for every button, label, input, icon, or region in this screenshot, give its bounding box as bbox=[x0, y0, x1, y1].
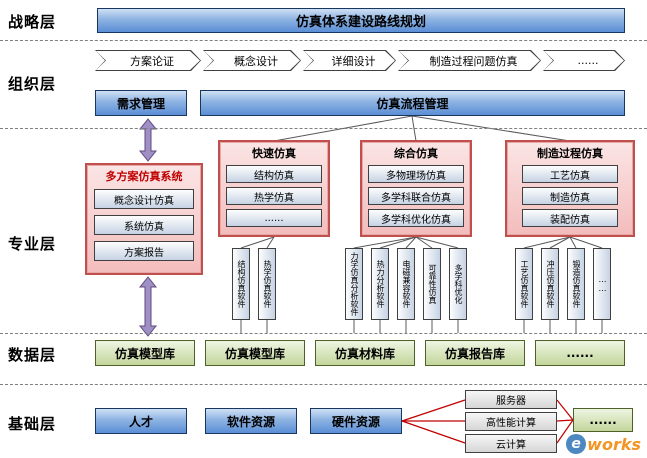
simulation-process-box: 仿真流程管理 bbox=[200, 90, 625, 116]
hardware-resource-box: 硬件资源 bbox=[310, 408, 402, 434]
multi-plan-system-group: 多方案仿真系统 概念设计仿真 系统仿真 方案报告 bbox=[85, 163, 203, 275]
layer-label-strategy: 战略层 bbox=[8, 13, 57, 31]
sim-item: 多物理场仿真 bbox=[368, 165, 464, 183]
eworks-logo-text: works bbox=[587, 434, 641, 454]
strategy-banner: 仿真体系建设路线规划 bbox=[97, 8, 625, 33]
layer-label-organization: 组织层 bbox=[8, 75, 57, 93]
group-title: 多方案仿真系统 bbox=[105, 170, 183, 183]
tool-box: 热力分析软件 bbox=[371, 248, 389, 320]
infrastructure-more-box: ...... bbox=[573, 408, 633, 432]
sim-item: 结构仿真 bbox=[226, 165, 322, 183]
chevron-label: ...... bbox=[577, 54, 599, 67]
layer-divider bbox=[0, 333, 647, 334]
tool-box: 锻造仿真软件 bbox=[567, 248, 585, 320]
group-title: 综合仿真 bbox=[394, 147, 438, 160]
sim-item: 多学科优化仿真 bbox=[368, 209, 464, 227]
tool-box: 工艺仿真软件 bbox=[515, 248, 533, 320]
sim-item: 装配仿真 bbox=[522, 209, 618, 227]
sim-item: 方案报告 bbox=[94, 241, 194, 261]
eworks-logo: e works bbox=[566, 434, 641, 454]
eworks-logo-e: e bbox=[566, 434, 587, 454]
chevron-label: 制造过程问题仿真 bbox=[429, 54, 518, 68]
manufacturing-simulation-group: 制造过程仿真 工艺仿真 制造仿真 装配仿真 bbox=[505, 140, 635, 237]
chevron-label: 概念设计 bbox=[234, 54, 278, 68]
chevron-step: 制造过程问题仿真 bbox=[398, 50, 541, 71]
data-library-box: 仿真模型库 bbox=[95, 340, 195, 366]
layer-label-infrastructure: 基础层 bbox=[8, 415, 57, 433]
sim-item: 多学科联合仿真 bbox=[368, 187, 464, 205]
tools-to-data-lines bbox=[240, 320, 603, 333]
sim-item: 热学仿真 bbox=[226, 187, 322, 205]
chevron-step: ...... bbox=[543, 50, 625, 71]
hpc-box: 高性能计算 bbox=[465, 412, 557, 431]
tool-box: 可靠性仿真 bbox=[423, 248, 441, 320]
layer-divider bbox=[0, 40, 647, 41]
data-library-box: ...... bbox=[535, 340, 625, 366]
group-title: 制造过程仿真 bbox=[537, 147, 603, 160]
sim-item: 概念设计仿真 bbox=[94, 189, 194, 209]
talent-box: 人才 bbox=[95, 408, 187, 434]
layer-label-data: 数据层 bbox=[8, 346, 57, 364]
layer-divider bbox=[0, 384, 647, 385]
tool-box: 冲压仿真软件 bbox=[541, 248, 559, 320]
group-title: 快速仿真 bbox=[252, 147, 296, 160]
software-resource-box: 软件资源 bbox=[205, 408, 297, 434]
tool-box: 电磁兼容软件 bbox=[397, 248, 415, 320]
double-arrow-icon-top bbox=[138, 118, 158, 162]
demand-management-box: 需求管理 bbox=[95, 90, 187, 116]
sim-item: 系统仿真 bbox=[94, 215, 194, 235]
data-library-box: 仿真报告库 bbox=[425, 340, 525, 366]
layer-divider bbox=[0, 128, 647, 129]
tool-box: 力学仿真分析软件 bbox=[345, 248, 363, 320]
double-arrow-icon-bottom bbox=[138, 276, 158, 337]
cloud-box: 云计算 bbox=[465, 434, 557, 453]
chevron-step: 概念设计 bbox=[203, 50, 301, 71]
layer-label-professional: 专业层 bbox=[8, 235, 57, 253]
tool-box: 多学科优化 bbox=[449, 248, 467, 320]
chevron-label: 方案论证 bbox=[130, 54, 174, 68]
data-library-box: 仿真材料库 bbox=[315, 340, 415, 366]
tool-box: 热学仿真软件 bbox=[258, 248, 276, 320]
sim-item: ...... bbox=[226, 209, 322, 227]
tool-box: 结构仿真软件 bbox=[232, 248, 250, 320]
chevron-step: 方案论证 bbox=[95, 50, 201, 71]
rapid-simulation-group: 快速仿真 结构仿真 热学仿真 ...... bbox=[218, 140, 330, 237]
sim-item: 工艺仿真 bbox=[522, 165, 618, 183]
chevron-step: 详细设计 bbox=[303, 50, 396, 71]
chevron-label: 详细设计 bbox=[331, 54, 376, 68]
sim-item: 制造仿真 bbox=[522, 187, 618, 205]
tool-box: …… bbox=[593, 248, 611, 320]
data-library-box: 仿真模型库 bbox=[205, 340, 305, 366]
comprehensive-simulation-group: 综合仿真 多物理场仿真 多学科联合仿真 多学科优化仿真 bbox=[360, 140, 472, 237]
group-to-tools-lines bbox=[240, 236, 603, 249]
server-box: 服务器 bbox=[465, 390, 557, 409]
